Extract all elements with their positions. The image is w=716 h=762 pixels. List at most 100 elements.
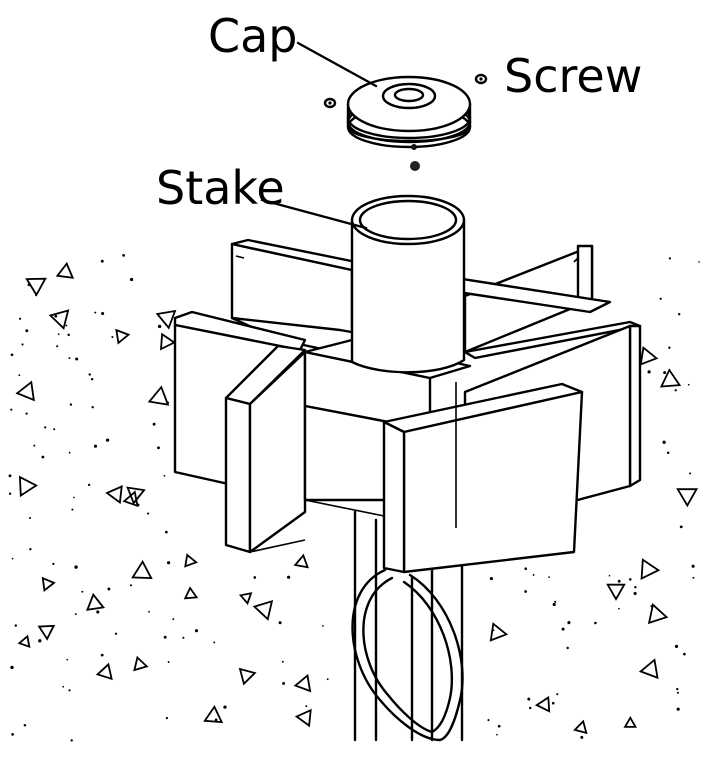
aggregate-dot bbox=[561, 627, 565, 631]
aggregate-dot bbox=[647, 370, 651, 374]
aggregate-dot bbox=[10, 408, 13, 411]
aggregate-dot bbox=[683, 652, 686, 656]
aggregate-stone bbox=[238, 592, 253, 606]
aggregate-stone bbox=[639, 346, 659, 366]
aggregate-dot bbox=[25, 329, 29, 333]
aggregate-dot bbox=[165, 716, 169, 720]
aggregate-stone bbox=[126, 486, 146, 505]
aggregate-dot bbox=[278, 621, 282, 625]
aggregate-stone bbox=[15, 380, 35, 402]
leader-lines bbox=[260, 41, 378, 230]
aggregate-dot bbox=[552, 602, 556, 607]
aggregate-dot bbox=[68, 689, 71, 692]
aggregate-dot bbox=[167, 561, 171, 565]
aggregate-dot bbox=[282, 681, 286, 685]
aggregate-dot bbox=[100, 259, 104, 263]
stake-label: Stake bbox=[156, 161, 285, 215]
ground-aggregate bbox=[8, 254, 700, 742]
aggregate-dot bbox=[94, 311, 97, 314]
aggregate-stone bbox=[55, 261, 75, 279]
aggregate-stone bbox=[147, 385, 170, 406]
aggregate-stone bbox=[41, 576, 56, 592]
aggregate-dot bbox=[213, 641, 216, 644]
aggregate-dot bbox=[23, 723, 27, 727]
screw-bottom bbox=[410, 144, 420, 171]
aggregate-stone bbox=[159, 332, 177, 351]
aggregate-dot bbox=[54, 314, 58, 318]
aggregate-dot bbox=[69, 403, 73, 406]
aggregate-dot bbox=[532, 573, 535, 576]
aggregate-dot bbox=[8, 492, 12, 495]
aggregate-dot bbox=[57, 333, 60, 335]
aggregate-dot bbox=[96, 610, 100, 614]
aggregate-dot bbox=[662, 440, 666, 444]
aggregate-dot bbox=[44, 426, 47, 429]
aggregate-dot bbox=[214, 718, 218, 722]
aggregate-dot bbox=[75, 357, 79, 361]
aggregate-dot bbox=[566, 646, 569, 650]
aggregate-dot bbox=[66, 658, 69, 661]
screws bbox=[323, 73, 488, 171]
aggregate-stone bbox=[95, 662, 113, 681]
screw-right bbox=[474, 73, 488, 85]
aggregate-dot bbox=[633, 591, 637, 596]
aggregate-dot bbox=[698, 261, 700, 263]
aggregate-stone bbox=[647, 602, 669, 625]
aggregate-dot bbox=[8, 474, 12, 478]
aggregate-dot bbox=[147, 512, 150, 515]
aggregate-dot bbox=[608, 574, 611, 577]
aggregate-dot bbox=[182, 636, 185, 639]
aggregate-dot bbox=[527, 697, 531, 701]
aggregate-stone bbox=[48, 309, 70, 331]
aggregate-dot bbox=[73, 496, 75, 499]
aggregate-dot bbox=[10, 353, 14, 357]
aggregate-dot bbox=[90, 377, 94, 381]
aggregate-dot bbox=[668, 257, 672, 260]
aggregate-dot bbox=[692, 576, 695, 579]
aggregate-dot bbox=[172, 618, 175, 621]
aggregate-dot bbox=[551, 701, 555, 705]
aggregate-dot bbox=[679, 525, 683, 529]
aggregate-dot bbox=[114, 632, 118, 635]
aggregate-dot bbox=[567, 621, 571, 625]
aggregate-stone bbox=[25, 277, 47, 297]
aggregate-dot bbox=[691, 564, 695, 568]
aggregate-dot bbox=[497, 724, 501, 728]
aggregate-dot bbox=[68, 451, 71, 454]
aggregate-dot bbox=[253, 576, 257, 579]
aggregate-dot bbox=[594, 621, 597, 625]
aggregate-dot bbox=[487, 719, 490, 722]
aggregate-stone bbox=[293, 673, 312, 693]
aggregate-dot bbox=[634, 585, 637, 589]
aggregate-dot bbox=[87, 483, 91, 487]
stake bbox=[350, 194, 466, 374]
aggregate-dot bbox=[529, 706, 532, 710]
aggregate-stone bbox=[659, 368, 682, 388]
aggregate-dot bbox=[91, 406, 94, 409]
aggregate-dot bbox=[88, 373, 91, 376]
aggregate-dot bbox=[674, 389, 677, 392]
aggregate-stone bbox=[183, 586, 199, 600]
aggregate-dot bbox=[305, 705, 308, 708]
aggregate-dot bbox=[157, 446, 160, 450]
aggregate-dot bbox=[14, 624, 18, 627]
aggregate-stone bbox=[489, 622, 509, 642]
screw-left bbox=[323, 97, 337, 109]
aggregate-dot bbox=[100, 653, 104, 657]
aggregate-dot bbox=[326, 678, 329, 681]
aggregate-dot bbox=[322, 625, 324, 627]
aggregate-dot bbox=[111, 335, 114, 339]
aggregate-dot bbox=[617, 579, 621, 583]
aggregate-dot bbox=[18, 374, 21, 377]
aggregate-dot bbox=[29, 548, 32, 551]
aggregate-dot bbox=[56, 345, 59, 348]
aggregate-stone bbox=[638, 658, 659, 680]
aggregate-stone bbox=[640, 558, 661, 580]
cap-leader bbox=[296, 41, 378, 88]
aggregate-dot bbox=[165, 530, 168, 534]
aggregate-dot bbox=[93, 444, 98, 448]
aggregate-stone bbox=[85, 592, 106, 611]
aggregate-dot bbox=[163, 635, 167, 639]
aggregate-dot bbox=[223, 705, 227, 709]
